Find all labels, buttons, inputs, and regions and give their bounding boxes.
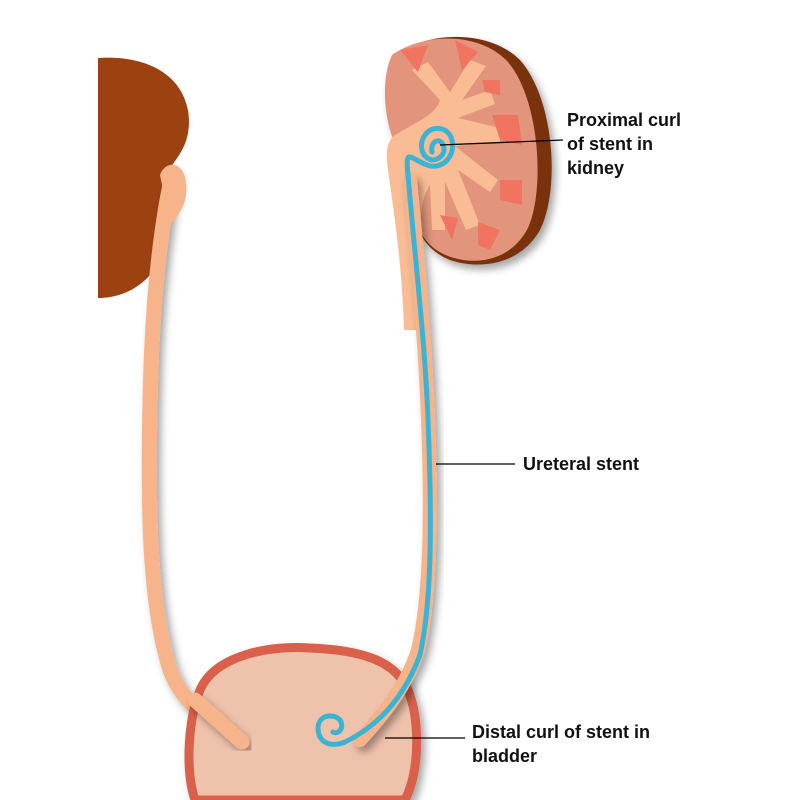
label-line: Distal curl of stent in <box>472 722 651 742</box>
label-line: kidney <box>567 158 625 178</box>
label-line: of stent in <box>567 134 653 154</box>
proximal-curl-label: Proximal curl of stent in kidney <box>567 108 681 180</box>
renal-papillae <box>400 40 522 250</box>
proximal-leader-line <box>439 139 564 146</box>
ureteral-stent[interactable] <box>315 125 456 747</box>
ureteral-stent-label: Ureteral stent <box>523 454 640 474</box>
bladder <box>184 643 422 800</box>
label-line: Proximal curl <box>567 110 682 130</box>
left-renal-pelvis <box>160 164 187 225</box>
left-ureter-end <box>187 692 250 750</box>
distal-curl-label: Distal curl of stent in bladder <box>472 720 650 768</box>
left-kidney <box>98 57 189 299</box>
label-line: bladder <box>472 746 538 766</box>
